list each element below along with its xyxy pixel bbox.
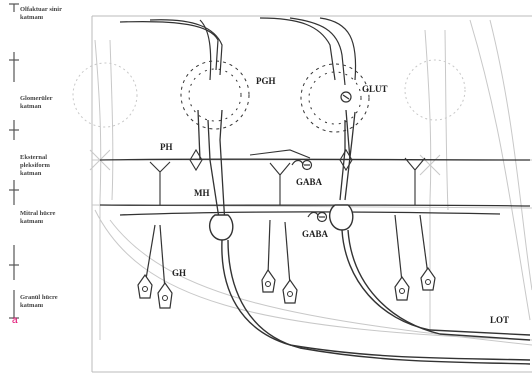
glomerulus-right [301,64,369,132]
layer-scale-bar [9,4,19,318]
mitral-cell-bodies [210,205,353,240]
label-glut: GLUT [362,84,388,94]
label-gaba-lower: GABA [302,229,328,239]
label-gaba-upper: GABA [296,177,322,187]
label-pgh: PGH [256,76,276,86]
olfactory-nerve-axons [120,18,356,85]
stray-letter: a [12,315,18,326]
label-gh: GH [172,268,186,278]
label-lot: LOT [490,315,509,325]
glut-synapse [341,92,351,102]
periglomerular-cells [150,150,425,205]
layer-label-granule: Granül hücre katmanı [20,294,58,310]
granule-cells [138,215,435,308]
label-ph: PH [160,142,173,152]
layer-label-mitral: Mitral hücre katmanı [20,210,55,226]
diagram-frame [92,16,532,372]
layer-label-external-plexiform: Eksternal pleksiform katman [20,154,50,178]
layer-label-olfactory: Olfaktuar sinir katmanı [20,6,62,22]
label-mh: MH [194,188,210,198]
mitral-axons-lot [222,230,530,364]
layer-label-glomerular: Glomerüler katman [20,95,53,111]
glomerulus-left [181,61,249,129]
